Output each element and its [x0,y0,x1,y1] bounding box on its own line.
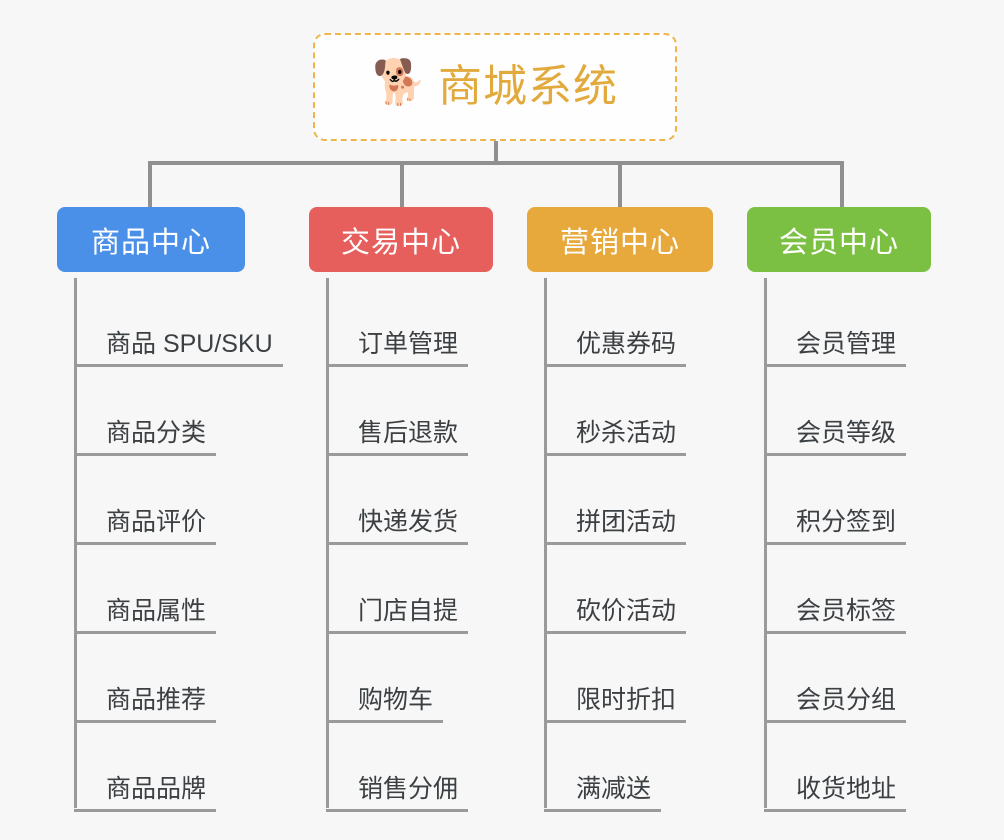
leaf-label: 优惠券码 [544,330,687,367]
list-item[interactable]: 商品评价 [74,456,334,545]
leaf-label: 会员分组 [764,686,907,723]
list-item[interactable]: 订单管理 [326,278,586,367]
leaf-list-trade-center: 订单管理 售后退款 快递发货 门店自提 购物车 销售分佣 [326,278,586,812]
leaf-list-member-center: 会员管理 会员等级 积分签到 会员标签 会员分组 收货地址 [764,278,1004,812]
connector-drop-member-center [840,161,844,207]
leaf-label: 商品推荐 [74,686,217,723]
list-item[interactable]: 快递发货 [326,456,586,545]
branch-header-trade-center[interactable]: 交易中心 [309,207,493,272]
shiba-dog-face-icon: 🐕 [372,58,427,107]
leaf-list-marketing-center: 优惠券码 秒杀活动 拼团活动 砍价活动 限时折扣 满减送 [544,278,804,812]
leaf-label: 秒杀活动 [544,419,687,456]
connector-drop-product-center [148,161,152,207]
leaf-label: 商品分类 [74,419,217,456]
list-item[interactable]: 商品 SPU/SKU [74,278,334,367]
leaf-label: 积分签到 [764,508,907,545]
branch-column-trade-center: 交易中心 订单管理 售后退款 快递发货 门店自提 购物车 销售分佣 [309,207,493,812]
leaf-label: 商品属性 [74,597,217,634]
leaf-label: 订单管理 [326,330,469,367]
branch-header-product-center[interactable]: 商品中心 [57,207,245,272]
list-item[interactable]: 会员分组 [764,634,1004,723]
branch-column-product-center: 商品中心 商品 SPU/SKU 商品分类 商品评价 商品属性 商品推荐 商品品牌 [57,207,283,812]
leaf-label: 会员管理 [764,330,907,367]
list-item[interactable]: 收货地址 [764,723,1004,812]
leaf-list-product-center: 商品 SPU/SKU 商品分类 商品评价 商品属性 商品推荐 商品品牌 [74,278,334,812]
list-item[interactable]: 会员管理 [764,278,1004,367]
list-item[interactable]: 商品品牌 [74,723,334,812]
root-title: 商城系统 [438,61,618,111]
list-item[interactable]: 商品推荐 [74,634,334,723]
list-item[interactable]: 购物车 [326,634,586,723]
leaf-label: 满减送 [544,775,662,812]
leaf-label: 商品品牌 [74,775,217,812]
leaf-label: 砍价活动 [544,597,687,634]
leaf-label: 会员等级 [764,419,907,456]
branch-header-member-center[interactable]: 会员中心 [747,207,931,272]
list-item[interactable]: 拼团活动 [544,456,804,545]
leaf-label: 门店自提 [326,597,469,634]
list-item[interactable]: 限时折扣 [544,634,804,723]
connector-horizontal-bus [148,161,844,165]
list-item[interactable]: 售后退款 [326,367,586,456]
list-item[interactable]: 会员标签 [764,545,1004,634]
leaf-label: 限时折扣 [544,686,687,723]
connector-root-stem [494,141,498,163]
list-item[interactable]: 商品属性 [74,545,334,634]
leaf-label: 销售分佣 [326,775,469,812]
list-item[interactable]: 商品分类 [74,367,334,456]
leaf-label: 商品评价 [74,508,217,545]
root-node[interactable]: 🐕 商城系统 [313,33,677,141]
leaf-label: 售后退款 [326,419,469,456]
list-item[interactable]: 门店自提 [326,545,586,634]
connector-drop-trade-center [400,161,404,207]
list-item[interactable]: 积分签到 [764,456,1004,545]
list-item[interactable]: 优惠券码 [544,278,804,367]
list-item[interactable]: 满减送 [544,723,804,812]
list-item[interactable]: 销售分佣 [326,723,586,812]
branch-column-marketing-center: 营销中心 优惠券码 秒杀活动 拼团活动 砍价活动 限时折扣 满减送 [527,207,713,812]
leaf-label: 拼团活动 [544,508,687,545]
list-item[interactable]: 砍价活动 [544,545,804,634]
leaf-label: 购物车 [326,686,444,723]
connector-drop-marketing-center [618,161,622,207]
leaf-label: 会员标签 [764,597,907,634]
list-item[interactable]: 秒杀活动 [544,367,804,456]
branch-column-member-center: 会员中心 会员管理 会员等级 积分签到 会员标签 会员分组 收货地址 [747,207,931,812]
list-item[interactable]: 会员等级 [764,367,1004,456]
leaf-label: 快递发货 [326,508,469,545]
leaf-label: 商品 SPU/SKU [74,330,283,367]
branch-header-marketing-center[interactable]: 营销中心 [527,207,713,272]
leaf-label: 收货地址 [764,775,907,812]
